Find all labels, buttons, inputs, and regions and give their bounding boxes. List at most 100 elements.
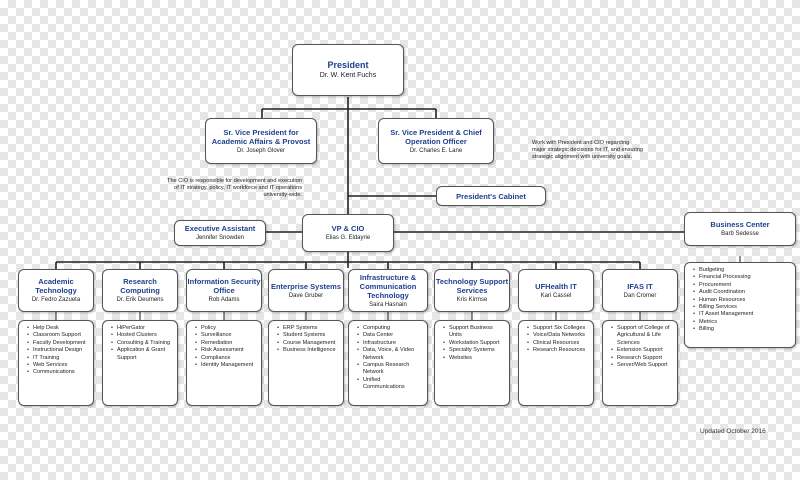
business-center-name: Barb Sedesse (721, 231, 759, 237)
list-item: Infrastructure (357, 340, 422, 348)
list-item: Student Systems (277, 332, 338, 340)
dept-lead: Kris Kirmse (456, 297, 488, 303)
president-box: President Dr. W. Kent Fuchs (292, 44, 404, 96)
dept-items: ERP Systems Student Systems Course Manag… (277, 325, 338, 355)
list-item: Unified Communications (357, 377, 422, 392)
list-item: IT Asset Management (693, 311, 790, 319)
list-item: Classroom Support (27, 332, 88, 340)
list-item: Extension Support (611, 347, 672, 355)
business-center-box: Business Center Barb Sedesse (684, 212, 796, 246)
president-title: President (327, 60, 369, 70)
cabinet-box: President's Cabinet (436, 186, 546, 206)
list-item: Identity Management (195, 362, 256, 370)
list-item: Procurement (693, 282, 790, 290)
dept-title: UFHealth IT (535, 281, 577, 291)
list-item: Application & Grant Support (111, 347, 172, 362)
dept-lead: Rob Adams (208, 297, 240, 303)
list-item: Remediation (195, 340, 256, 348)
dept-technology-support: Technology Support Services Kris Kirmse (434, 269, 510, 312)
dept-lead: Saira Hasnain (369, 301, 407, 308)
dept-title: Academic Technology (35, 277, 77, 295)
dept-items: Support of College of Agricultural & Lif… (611, 325, 672, 370)
svp-academic-box: Sr. Vice President for Academic Affairs … (205, 118, 317, 164)
dept-information-security: Information Security Office Rob Adams (186, 269, 262, 312)
list-item: Policy (195, 325, 256, 333)
dept-list-enterprise-systems: ERP Systems Student Systems Course Manag… (268, 320, 344, 406)
dept-infrastructure: Infrastructure & Communication Technolog… (348, 269, 428, 312)
dept-list-information-security: Policy Surveillance Remediation Risk Ass… (186, 320, 262, 406)
list-item: HiPerGator (111, 325, 172, 333)
dept-title: Infrastructure & Communication Technolog… (359, 272, 417, 300)
list-item: Support Six Colleges (527, 325, 588, 333)
dept-items: Computing Data Center Infrastructure Dat… (357, 325, 422, 392)
dept-list-research-computing: HiPerGator Hosted Clusters Consulting & … (102, 320, 178, 406)
list-item: Support Business Units (443, 325, 504, 340)
dept-items: Help Desk Classroom Support Faculty Deve… (27, 325, 88, 377)
list-item: Billing (693, 326, 790, 334)
dept-lead: Dan Cromer (623, 292, 657, 299)
list-item: Communications (27, 369, 88, 377)
business-center-items: Budgeting Financial Processing Procureme… (693, 267, 790, 334)
list-item: Course Management (277, 340, 338, 348)
updated-date: Updated October 2016 (700, 428, 766, 435)
svp-operations-title: Sr. Vice President & Chief Operation Off… (390, 127, 482, 146)
cio-box: VP & CIO Elias G. Eldayrie (302, 214, 394, 252)
list-item: ERP Systems (277, 325, 338, 333)
list-item: Support of College of Agricultural & Lif… (611, 325, 672, 347)
cio-name: Elias G. Eldayrie (325, 235, 371, 241)
svp-academic-title: Sr. Vice President for Academic Affairs … (211, 127, 311, 146)
dept-ifas-it: IFAS IT Dan Cromer (602, 269, 678, 312)
dept-items: Policy Surveillance Remediation Risk Ass… (195, 325, 256, 370)
list-item: Web Services (27, 362, 88, 370)
list-item: Financial Processing (693, 274, 790, 282)
dept-list-infrastructure: Computing Data Center Infrastructure Dat… (348, 320, 428, 406)
list-item: Audit Coordination (693, 289, 790, 297)
list-item: Human Resources (693, 297, 790, 305)
dept-academic-technology: Academic Technology Dr. Fedro Zazueta (18, 269, 94, 312)
dept-research-computing: Research Computing Dr. Erik Deumens (102, 269, 178, 312)
dept-title: IFAS IT (627, 281, 653, 291)
svp-operations-name: Dr. Charles E. Lane (409, 147, 463, 154)
list-item: Compliance (195, 355, 256, 363)
list-item: Risk Assessment (195, 347, 256, 355)
list-item: Billing Services (693, 304, 790, 312)
list-item: Data Center (357, 332, 422, 340)
list-item: Specialty Systems (443, 347, 504, 355)
cio-title: VP & CIO (331, 224, 365, 233)
svp-academic-name: Dr. Joseph Glover (236, 147, 286, 154)
business-center-title: Business Center (710, 220, 770, 229)
list-item: Surveillance (195, 332, 256, 340)
exec-assistant-title: Executive Assistant (184, 224, 256, 233)
list-item: Help Desk (27, 325, 88, 333)
exec-assistant-name: Jennifer Snowden (195, 235, 245, 241)
cabinet-title: President's Cabinet (456, 191, 526, 201)
dept-list-technology-support: Support Business Units Workstation Suppo… (434, 320, 510, 406)
exec-assistant-box: Executive Assistant Jennifer Snowden (174, 220, 266, 246)
list-item: Campus Research Network (357, 362, 422, 377)
dept-enterprise-systems: Enterprise Systems Dave Gruber (268, 269, 344, 312)
list-item: Instructional Design (27, 347, 88, 355)
list-item: Computing (357, 325, 422, 333)
list-item: Clinical Resources (527, 340, 588, 348)
dept-lead: Kari Cassel (540, 292, 572, 299)
list-item: Research Resources (527, 347, 588, 355)
svp-operations-box: Sr. Vice President & Chief Operation Off… (378, 118, 494, 164)
dept-title: Technology Support Services (435, 277, 509, 295)
cabinet-note: Work with President and CIO regarding ma… (532, 140, 643, 160)
dept-ufhealth-it: UFHealth IT Kari Cassel (518, 269, 594, 312)
dept-list-ufhealth-it: Support Six Colleges Voice/Data Networks… (518, 320, 594, 406)
list-item: IT Training (27, 355, 88, 363)
list-item: Workstation Support (443, 340, 504, 348)
dept-list-ifas-it: Support of College of Agricultural & Lif… (602, 320, 678, 406)
list-item: Server/Web Support (611, 362, 672, 370)
cio-note: The CIO is responsible for development a… (167, 178, 302, 198)
list-item: Metrics (693, 319, 790, 327)
business-center-list: Budgeting Financial Processing Procureme… (684, 262, 796, 348)
dept-items: HiPerGator Hosted Clusters Consulting & … (111, 325, 172, 362)
list-item: Hosted Clusters (111, 332, 172, 340)
dept-items: Support Business Units Workstation Suppo… (443, 325, 504, 362)
dept-title: Research Computing (120, 277, 160, 295)
list-item: Faculty Development (27, 340, 88, 348)
dept-lead: Dr. Erik Deumens (116, 297, 164, 303)
